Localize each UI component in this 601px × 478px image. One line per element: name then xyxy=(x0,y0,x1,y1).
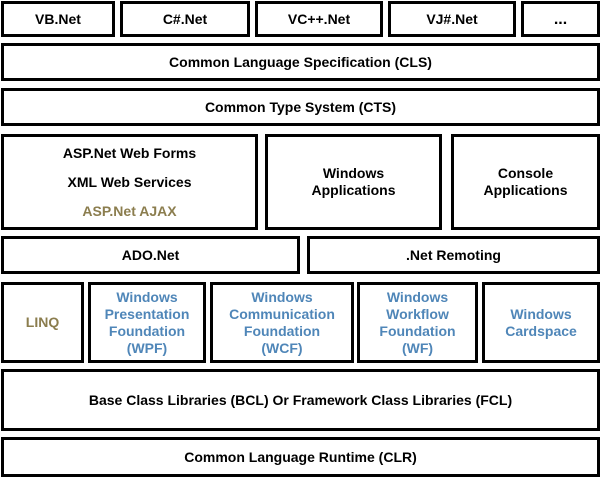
ado-box: ADO.Net xyxy=(1,236,300,274)
lang-vcpp-box: VC++.Net xyxy=(255,1,383,37)
bcl-label: Base Class Libraries (BCL) Or Framework … xyxy=(88,391,513,408)
lang-csharp-box: C#.Net xyxy=(120,1,250,37)
wf-line1: Windows xyxy=(386,288,449,305)
lang-vbnet-box: VB.Net xyxy=(1,1,115,37)
web-forms-label: ASP.Net Web Forms xyxy=(62,144,197,161)
lang-more-box: ... xyxy=(521,1,600,37)
console-apps-box: Console Applications xyxy=(451,134,600,230)
windows-apps-line1: Windows xyxy=(322,165,385,181)
cardspace-line1: Windows xyxy=(510,305,572,322)
windows-apps-line2: Applications xyxy=(311,182,396,198)
lang-vbnet-label: VB.Net xyxy=(35,10,81,27)
ado-label: ADO.Net xyxy=(121,246,180,263)
console-apps-line2: Applications xyxy=(483,182,568,198)
wpf-line4: (WPF) xyxy=(126,339,168,356)
console-apps-line1: Console xyxy=(497,165,554,181)
windows-apps-box: Windows Applications xyxy=(265,134,442,230)
linq-box: LINQ xyxy=(1,282,84,363)
asp-ajax-label: ASP.Net AJAX xyxy=(82,202,177,219)
wcf-line2: Communication xyxy=(229,305,335,322)
wpf-box: Windows Presentation Foundation (WPF) xyxy=(88,282,206,363)
wf-line2: Workflow xyxy=(386,305,449,322)
xml-web-services-label: XML Web Services xyxy=(67,173,192,190)
cts-label: Common Type System (CTS) xyxy=(204,98,397,115)
lang-more-label: ... xyxy=(553,10,568,28)
lang-vjsharp-box: VJ#.Net xyxy=(388,1,516,37)
cls-label: Common Language Specification (CLS) xyxy=(169,53,432,70)
cardspace-line2: Cardspace xyxy=(505,322,577,339)
lang-vcpp-label: VC++.Net xyxy=(287,10,351,27)
wcf-line1: Windows xyxy=(251,288,313,305)
wpf-line1: Windows xyxy=(116,288,178,305)
wcf-box: Windows Communication Foundation (WCF) xyxy=(210,282,354,363)
cardspace-box: Windows Cardspace xyxy=(482,282,600,363)
cts-box: Common Type System (CTS) xyxy=(1,88,600,126)
lang-csharp-label: C#.Net xyxy=(162,10,208,27)
lang-vjsharp-label: VJ#.Net xyxy=(426,10,478,27)
linq-label: LINQ xyxy=(25,314,60,330)
remoting-label: .Net Remoting xyxy=(406,246,501,263)
wf-line4: (WF) xyxy=(401,339,434,356)
clr-box: Common Language Runtime (CLR) xyxy=(1,437,600,477)
web-box: ASP.Net Web Forms XML Web Services ASP.N… xyxy=(1,134,258,230)
wpf-line2: Presentation xyxy=(104,305,190,322)
clr-label: Common Language Runtime (CLR) xyxy=(184,448,417,465)
cls-box: Common Language Specification (CLS) xyxy=(1,43,600,81)
wpf-line3: Foundation xyxy=(108,322,186,339)
wcf-line3: Foundation xyxy=(243,322,321,339)
remoting-box: .Net Remoting xyxy=(307,236,600,274)
wf-box: Windows Workflow Foundation (WF) xyxy=(357,282,478,363)
bcl-box: Base Class Libraries (BCL) Or Framework … xyxy=(1,369,600,431)
wf-line3: Foundation xyxy=(379,322,456,339)
wcf-line4: (WCF) xyxy=(261,339,303,356)
